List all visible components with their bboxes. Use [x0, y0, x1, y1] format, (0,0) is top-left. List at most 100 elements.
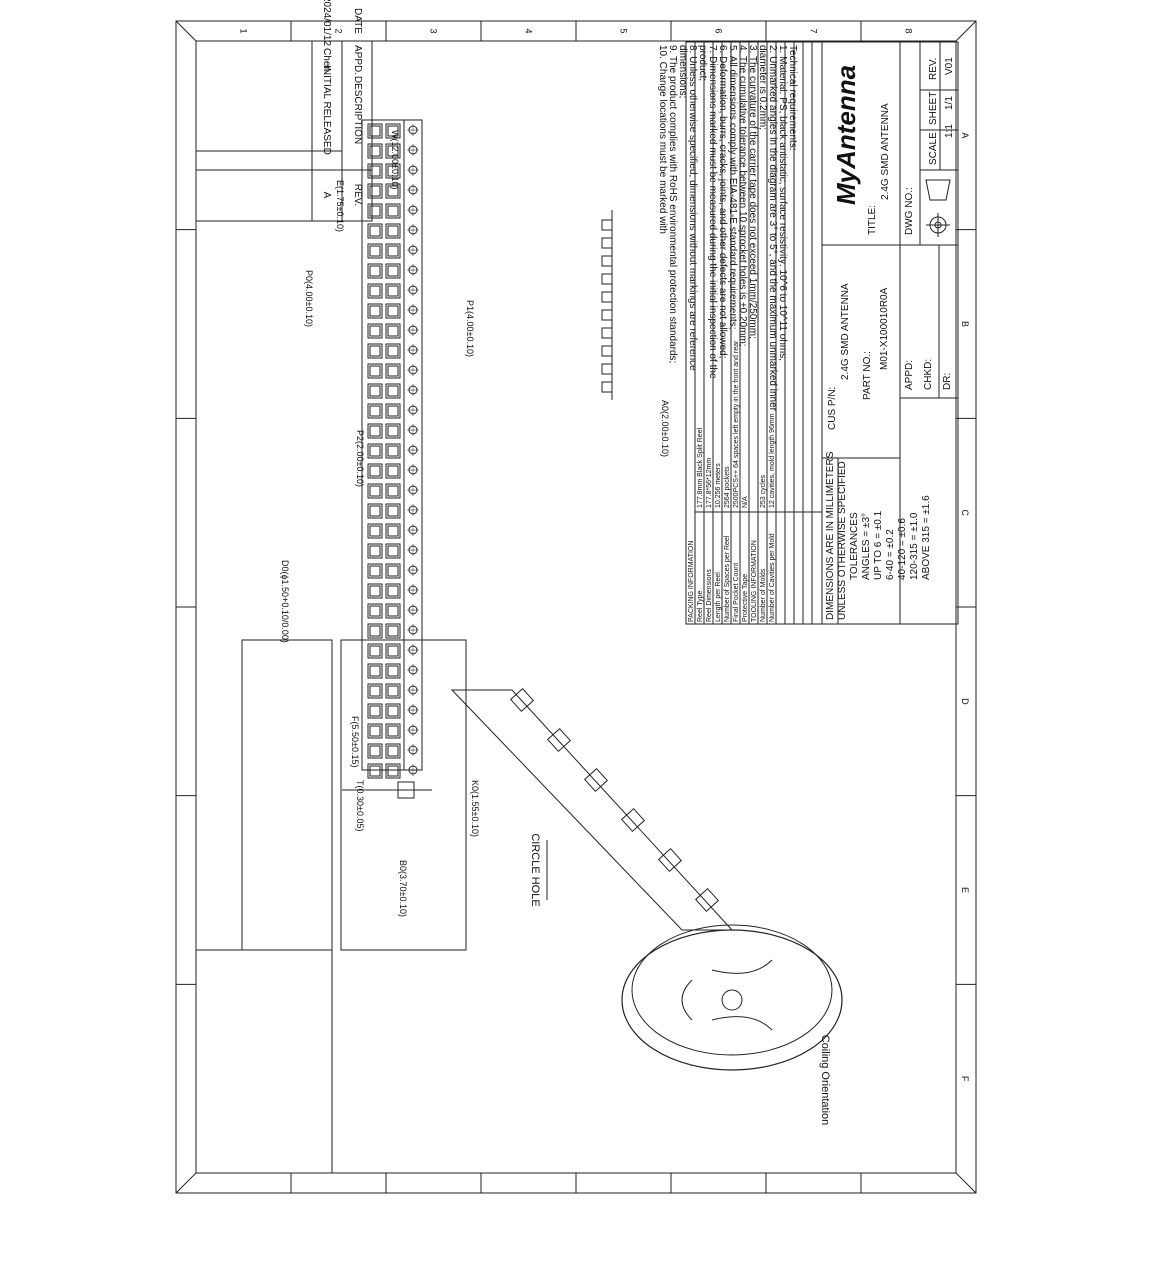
revision-block: DESCRIPTION REV. INITIAL RELEASED A APPD…: [195, 0, 373, 222]
rev-header-rev: REV.: [352, 184, 363, 206]
tape-pocket: [367, 523, 401, 539]
tape-pocket: [367, 143, 401, 159]
reel-pocket: [657, 847, 683, 873]
packing-row-label: PACKING INFORMATION: [688, 541, 695, 622]
sprocket-hole: [407, 424, 419, 436]
packing-row-value: 10.256 meters: [715, 463, 722, 508]
tape-pocket: [367, 623, 401, 639]
packing-row-value: N/A: [742, 496, 749, 508]
dim-e: E(1.75±0.10): [335, 180, 345, 232]
sprocket-hole: [407, 604, 419, 616]
company-logo: MyAntenna: [831, 65, 861, 205]
sprocket-hole: [407, 324, 419, 336]
tech-req-line: 2. Unmarked angles in the diagram are 3°…: [767, 45, 778, 412]
reel-pocket: [546, 727, 572, 753]
packing-row-label: Number of Spaces per Reel: [724, 535, 731, 622]
section-pocket: [601, 327, 613, 339]
tape-pocket: [367, 603, 401, 619]
tech-req-line: Technical requirements:: [787, 45, 798, 151]
sprocket-hole: [407, 744, 419, 756]
tolerance-line: ABOVE 315 = ±1.6: [921, 495, 932, 580]
dim-w: W(12.00±0.10): [390, 130, 400, 189]
packing-row-value: 2500PCS++ 64 spaces left empty in the fr…: [733, 340, 740, 508]
corner-bl: [175, 20, 197, 42]
zone-ticks: [176, 21, 976, 1193]
dwg-no-label: DWG NO.:: [904, 187, 915, 235]
tolerance-line: 6-40 = ±0.2: [885, 529, 896, 580]
sprocket-hole: [407, 664, 419, 676]
packing-row-value: 2564 pockets: [724, 466, 731, 508]
tape-pocket: [367, 283, 401, 299]
reel-pocket: [509, 687, 535, 713]
reel-pocket: [620, 807, 646, 833]
tape-pocket: [367, 203, 401, 219]
tape-pocket: [367, 303, 401, 319]
packing-row-value: 12 cavities, mold length 96mm: [769, 413, 776, 508]
cus-pn-value: 2.4G SMD ANTENNA: [840, 283, 851, 380]
packing-row-label: Length per Reel: [715, 572, 722, 622]
tape-pocket: [367, 763, 401, 779]
title-frame: [195, 949, 333, 1174]
dim-t: T(0.30±0.05): [355, 780, 365, 831]
zone-letter-C: C: [960, 509, 970, 516]
zone-number-7: 7: [809, 28, 819, 33]
packing-row-label: TOOLING INFORMATION: [751, 540, 758, 622]
packing-row-value: 253 cycles: [760, 474, 767, 508]
corner-tr: [955, 1172, 977, 1194]
tech-req-line: 10. Change locations must be marked with: [657, 45, 668, 234]
zone-letter-E: E: [960, 887, 970, 893]
appd-label: APPD:: [904, 360, 915, 390]
packing-row-label: Reel Type: [697, 591, 704, 622]
sprocket-hole: [407, 584, 419, 596]
sprocket-hole: [407, 504, 419, 516]
sprocket-hole: [407, 244, 419, 256]
dim-f: F(5.50±0.15): [350, 716, 360, 767]
packing-row-value: 177.8mm Black Split Reel: [697, 427, 704, 508]
sprocket-hole: [407, 184, 419, 196]
zone-number-6: 6: [714, 28, 724, 33]
circle-hole-label: CIRCLE HOLE: [529, 833, 541, 906]
sprocket-hole: [407, 164, 419, 176]
sprocket-hole: [407, 344, 419, 356]
tape-pocket: [367, 483, 401, 499]
tape-pocket: [367, 703, 401, 719]
zone-letter-B: B: [960, 321, 970, 327]
tape-pocket: [367, 723, 401, 739]
tolerance-line: UP TO 6 = ±0.1: [873, 510, 884, 580]
dim-b0: B0(3.70±0.10): [398, 860, 408, 917]
part-no-label: PART NO.:: [862, 351, 873, 400]
tape-pocket: [367, 583, 401, 599]
tape-pocket: [367, 683, 401, 699]
rev-row-rev: A: [321, 192, 332, 199]
sprocket-hole: [407, 484, 419, 496]
rev-row-appd: Chen: [321, 48, 332, 72]
tape-pocket: [367, 503, 401, 519]
tape-pocket: [367, 663, 401, 679]
sprocket-hole: [407, 704, 419, 716]
sheet-label: SHEET: [928, 92, 939, 125]
packing-row-label: Protective Tape: [742, 574, 749, 622]
packing-row-label: Number of Molds: [760, 568, 767, 622]
tech-req-line: 1. Material: PS, black antistatic, surfa…: [777, 45, 788, 361]
chkd-label: CHKD:: [923, 359, 934, 390]
section-pocket: [601, 381, 613, 393]
tape-pocket: [367, 183, 401, 199]
corner-br: [175, 1172, 197, 1194]
zone-number-1: 1: [239, 28, 249, 33]
sprocket-hole: [407, 684, 419, 696]
corner-tl: [955, 20, 977, 42]
dim-p2: P2(2.00±0.10): [355, 430, 365, 487]
packing-row-label: Reel Dimensions: [706, 569, 713, 622]
tech-req-line: 5. All dimensions comply with EIA-481-E …: [727, 45, 738, 330]
title-block-grid: [685, 41, 959, 625]
section-pocket: [601, 237, 613, 249]
tape-pocket: [367, 403, 401, 419]
sprocket-hole: [407, 564, 419, 576]
rev-row-date: 2024/01/12: [321, 0, 332, 46]
zone-number-5: 5: [619, 28, 629, 33]
